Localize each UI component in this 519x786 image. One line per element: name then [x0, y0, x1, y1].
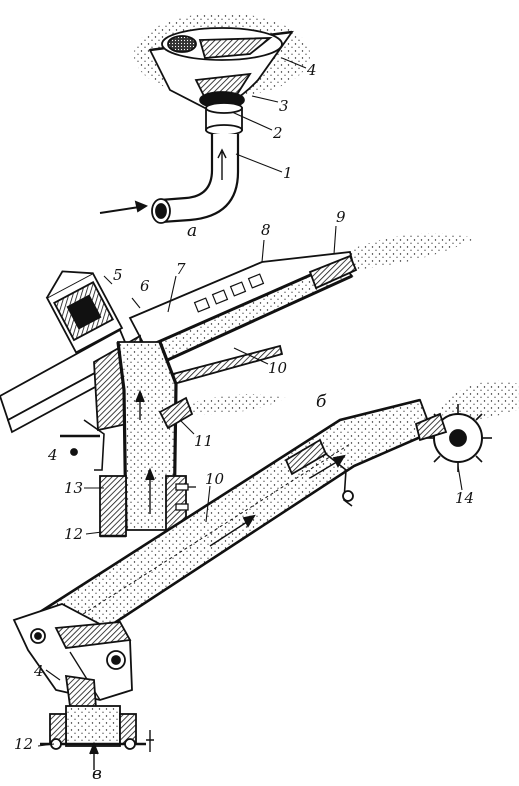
callout-13: 13: [64, 479, 84, 497]
long-barrel: [38, 398, 434, 654]
spray-jet-secondary: [188, 394, 286, 415]
callout-6: 6: [140, 277, 150, 295]
callout-10: 10: [268, 359, 288, 377]
figure-c: [12, 380, 519, 770]
riser-stand: [65, 705, 121, 747]
callout-7: 7: [176, 260, 186, 278]
callout-4-figure-c: 4: [34, 662, 44, 680]
callout-1: 1: [283, 164, 293, 182]
figure-a: [99, 13, 310, 224]
callout-10-figure-c: 10: [205, 470, 225, 488]
callout-4: 4: [307, 61, 317, 79]
callout-2: 2: [273, 124, 283, 142]
callout-14: 14: [455, 489, 475, 507]
curved-pipe: [158, 134, 240, 224]
spray-jet-main: [350, 233, 476, 270]
section-label-b: б: [316, 392, 327, 412]
callout-11: 11: [194, 432, 214, 450]
callout-12: 12: [64, 525, 84, 543]
callout-8: 8: [261, 221, 271, 239]
callout-12-figure-c: 12: [14, 735, 34, 753]
callout-4-figure-b: 4: [48, 446, 58, 464]
callout-9: 9: [336, 208, 346, 226]
figure-b: [0, 225, 476, 538]
section-label-a: а: [187, 221, 198, 241]
callout-3: 3: [279, 97, 289, 115]
section-label-c: в: [92, 764, 102, 784]
callout-5: 5: [113, 266, 123, 284]
lower-flange: [99, 475, 127, 537]
